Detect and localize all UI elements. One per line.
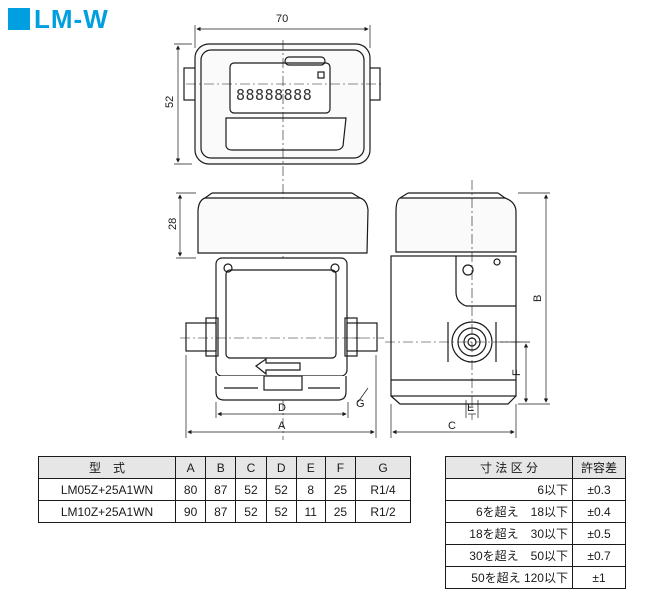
spec-header-d: D bbox=[265, 456, 297, 479]
table-row: 6以下 ±0.3 bbox=[445, 478, 626, 501]
table-cell: 8 bbox=[295, 478, 326, 501]
title-square-icon bbox=[8, 8, 30, 30]
table-cell: 90 bbox=[174, 500, 207, 523]
dim-A: A bbox=[278, 420, 286, 432]
page-title: LM-W bbox=[8, 4, 109, 34]
front-view bbox=[176, 192, 384, 438]
spec-table-header-row: 型 式 A B C D E F G bbox=[38, 456, 411, 479]
spec-header-a: A bbox=[174, 456, 207, 479]
table-cell: ±1 bbox=[572, 566, 626, 589]
side-view bbox=[385, 180, 550, 438]
tolerance-table: 寸 法 区 分 許容差 6以下 ±0.3 6を超え 18以下 ±0.4 18を超… bbox=[445, 456, 626, 589]
table-cell: ±0.3 bbox=[572, 478, 626, 501]
table-cell: LM05Z+25A1WN bbox=[38, 478, 176, 501]
table-cell: 52 bbox=[265, 500, 297, 523]
spec-header-e: E bbox=[295, 456, 326, 479]
display-digits: 88888888 bbox=[236, 86, 312, 104]
table-cell: ±0.4 bbox=[572, 500, 626, 523]
dim-B: B bbox=[532, 295, 544, 302]
spec-header-model: 型 式 bbox=[38, 456, 176, 479]
dim-E: E bbox=[467, 402, 474, 414]
table-cell: 87 bbox=[205, 478, 237, 501]
spec-header-g: G bbox=[355, 456, 411, 479]
table-cell: ±0.7 bbox=[572, 544, 626, 567]
table-cell: LM10Z+25A1WN bbox=[38, 500, 176, 523]
table-cell: 11 bbox=[295, 500, 326, 523]
table-cell: 30を超え 50以下 bbox=[445, 544, 573, 567]
dim-70: 70 bbox=[276, 13, 288, 25]
spec-header-c: C bbox=[235, 456, 267, 479]
dim-G: G bbox=[356, 398, 365, 410]
table-row: LM10Z+25A1WN 90 87 52 52 11 25 R1/2 bbox=[38, 500, 411, 523]
table-row: 50を超え 120以下 ±1 bbox=[445, 566, 626, 589]
table-row: 30を超え 50以下 ±0.7 bbox=[445, 544, 626, 567]
table-cell: 25 bbox=[324, 500, 357, 523]
dim-52: 52 bbox=[164, 96, 176, 108]
tolerance-table-header-row: 寸 法 区 分 許容差 bbox=[445, 456, 626, 479]
table-cell: 52 bbox=[265, 478, 297, 501]
table-cell: 6以下 bbox=[445, 478, 573, 501]
tolerance-header-value: 許容差 bbox=[572, 456, 626, 479]
table-cell: R1/2 bbox=[355, 500, 411, 523]
spec-header-b: B bbox=[205, 456, 237, 479]
table-row: 6を超え 18以下 ±0.4 bbox=[445, 500, 626, 523]
tolerance-header-range: 寸 法 区 分 bbox=[445, 456, 573, 479]
table-row: LM05Z+25A1WN 80 87 52 52 8 25 R1/4 bbox=[38, 478, 411, 501]
table-cell: 50を超え 120以下 bbox=[445, 566, 573, 589]
technical-drawing: 70 52 88888888 bbox=[164, 13, 550, 440]
table-cell: R1/4 bbox=[355, 478, 411, 501]
dim-D: D bbox=[278, 402, 286, 414]
table-cell: 87 bbox=[205, 500, 237, 523]
title-text: LM-W bbox=[34, 3, 109, 34]
table-cell: 25 bbox=[324, 478, 357, 501]
table-cell: 18を超え 30以下 bbox=[445, 522, 573, 545]
top-view bbox=[174, 25, 382, 440]
table-row: 18を超え 30以下 ±0.5 bbox=[445, 522, 626, 545]
table-cell: 52 bbox=[235, 500, 267, 523]
dim-C: C bbox=[448, 420, 456, 432]
dim-28: 28 bbox=[167, 218, 179, 230]
table-cell: 6を超え 18以下 bbox=[445, 500, 573, 523]
table-cell: 52 bbox=[235, 478, 267, 501]
spec-header-f: F bbox=[324, 456, 357, 479]
table-cell: ±0.5 bbox=[572, 522, 626, 545]
spec-table: 型 式 A B C D E F G LM05Z+25A1WN 80 87 52 … bbox=[38, 456, 411, 523]
dim-F: F bbox=[511, 369, 523, 376]
table-cell: 80 bbox=[174, 478, 207, 501]
